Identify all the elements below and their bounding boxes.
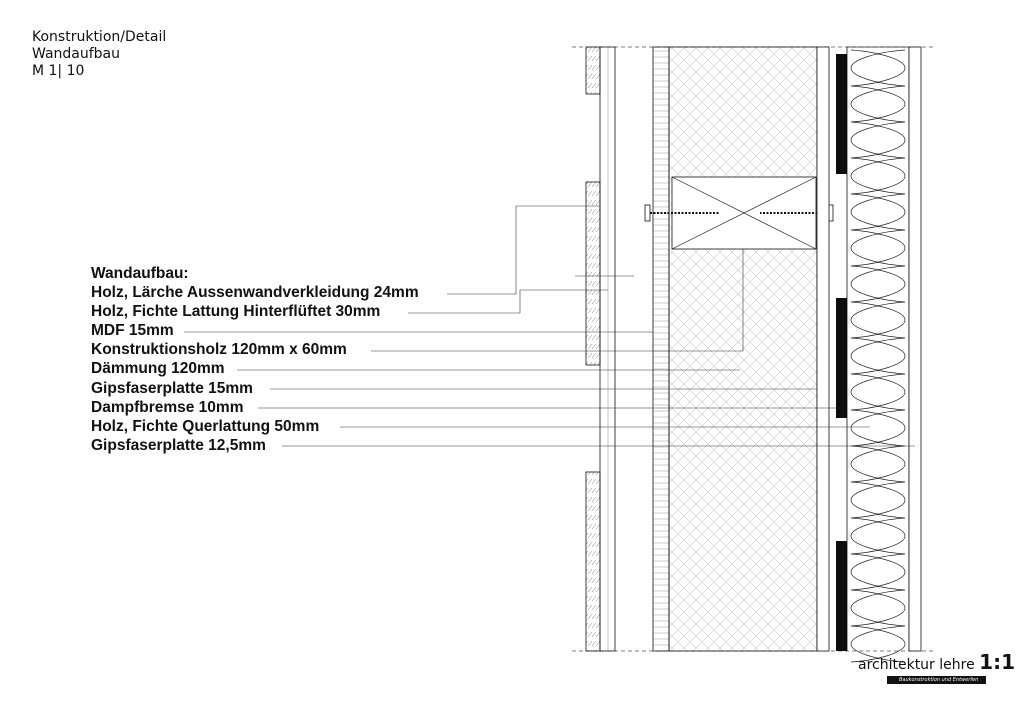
legend-item: Gipsfaserplatte 15mm [91, 379, 253, 397]
legend-item: Dampfbremse 10mm [91, 398, 244, 416]
legend-title: Wandaufbau: [91, 265, 189, 282]
mdf-board [652, 46, 670, 652]
header: Konstruktion/Detail Wandaufbau M 1| 10 [32, 29, 166, 80]
legend: Wandaufbau: Holz, Lärche Aussenwandverkl… [91, 264, 419, 455]
brand-line: architektur lehre 1:1 [858, 650, 1015, 674]
insulation-loops [850, 49, 906, 663]
gypsum-board-12 [908, 46, 922, 652]
brand-subtitle: Baukonstruktion und Entwerfen [887, 676, 986, 684]
larch-cladding [585, 46, 616, 652]
brand-scale: 1:1 [979, 650, 1015, 674]
leader-lines [184, 205, 915, 447]
legend-item: Dämmung 120mm [91, 360, 225, 378]
legend-item: Holz, Fichte Lattung Hinterflüftet 30mm [91, 303, 381, 321]
legend-item: Holz, Fichte Querlattung 50mm [91, 417, 320, 435]
legend-item: Holz, Lärche Aussenwandverkleidung 24mm [91, 284, 419, 302]
header-scale: M 1| 10 [32, 63, 85, 79]
brand: architektur lehre 1:1 Baukonstruktion un… [858, 650, 1015, 684]
brand-text: architektur lehre [858, 657, 975, 673]
legend-item: Gipsfaserplatte 12,5mm [91, 436, 266, 454]
legend-item: Konstruktionsholz 120mm x 60mm [91, 341, 347, 359]
header-line-1: Konstruktion/Detail [32, 29, 167, 45]
vapour-barrier [836, 54, 847, 651]
gypsum-board-15 [816, 46, 830, 652]
header-line-2: Wandaufbau [32, 46, 121, 62]
legend-item: MDF 15mm [91, 322, 174, 340]
